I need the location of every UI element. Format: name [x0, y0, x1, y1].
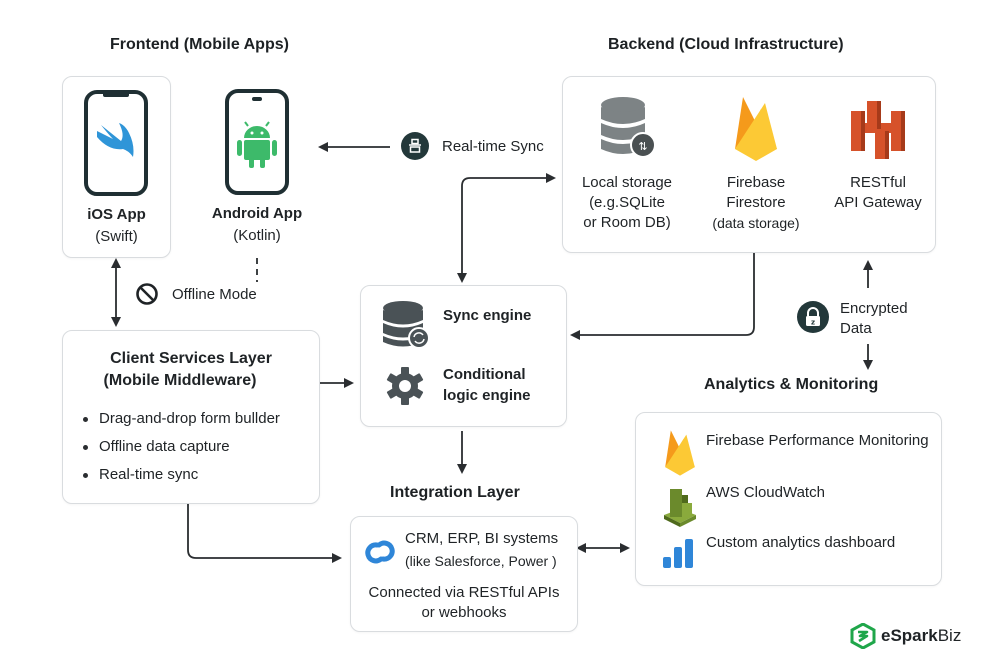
analytics-title: Analytics & Monitoring	[704, 376, 879, 393]
client-services-title-line1: Client Services Layer	[110, 350, 272, 367]
frontend-title: Frontend (Mobile Apps)	[110, 36, 289, 53]
sync-engine-database-icon	[383, 301, 430, 349]
analytics-item-cloudwatch[interactable]: AWS CloudWatch	[636, 475, 941, 527]
api-gateway-icon	[851, 101, 905, 159]
list-item: Real-time sync	[77, 461, 280, 489]
backend-item-api-gateway[interactable]: RESTful API Gateway	[821, 77, 935, 252]
svg-text:⇅: ⇅	[638, 140, 647, 153]
android-app-card[interactable]: Android App (Kotlin)	[190, 76, 324, 256]
cloudwatch-icon	[664, 489, 696, 527]
analytics-card: Firebase Performance Monitoring AWS Clou…	[635, 412, 942, 586]
analytics-item-custom-dashboard[interactable]: Custom analytics dashboard	[636, 525, 941, 581]
database-sync-icon: ⇅	[601, 97, 656, 158]
sync-engine-label: Sync engine	[443, 307, 532, 324]
backend-title: Backend (Cloud Infrastructure)	[608, 36, 844, 53]
firebase-icon	[735, 97, 777, 161]
svg-text:z: z	[811, 319, 815, 327]
client-services-title-line2: (Mobile Middleware)	[103, 372, 257, 389]
backend-item-firebase-firestore[interactable]: Firebase Firestore (data storage)	[691, 77, 821, 252]
swift-icon	[84, 90, 148, 196]
firebase-icon	[665, 430, 695, 476]
local-storage-line3: or Room DB)	[583, 214, 671, 231]
integration-line3: Connected via RESTful APIs	[368, 584, 560, 601]
engine-card[interactable]: Sync engine Conditional logic engine	[360, 285, 567, 427]
lock-badge-icon: z	[797, 301, 829, 333]
backend-item-local-storage[interactable]: ⇅ Local storage (e.g.SQLite or Room DB)	[563, 77, 691, 252]
android-icon	[225, 89, 289, 195]
integration-card[interactable]: CRM, ERP, BI systems (like Salesforce, P…	[350, 516, 578, 632]
integration-line1: CRM, ERP, BI systems	[405, 530, 559, 547]
integration-title: Integration Layer	[390, 484, 520, 501]
android-app-lang: (Kotlin)	[233, 227, 281, 244]
integration-line2: (like Salesforce, Power )	[405, 553, 557, 569]
integration-line4: or webhooks	[421, 604, 507, 621]
sync-badge-icon	[401, 132, 429, 160]
conditional-engine-line2: logic engine	[443, 387, 531, 404]
analytics-item-label: Firebase Performance Monitoring	[706, 432, 929, 449]
brand-name-part1: eSpark	[881, 626, 938, 645]
ios-app-name: iOS App	[87, 206, 146, 223]
ios-app-card[interactable]: iOS App (Swift)	[62, 76, 171, 258]
ios-app-lang: (Swift)	[95, 228, 138, 245]
arrow-client-to-integration	[187, 503, 342, 563]
list-item: Drag-and-drop form bullder	[77, 405, 280, 433]
conditional-engine-line1: Conditional	[443, 366, 526, 383]
analytics-item-label: AWS CloudWatch	[706, 484, 825, 501]
backend-card: ⇅ Local storage (e.g.SQLite or Room DB) …	[562, 76, 936, 253]
link-icon	[365, 540, 395, 564]
client-services-list: Drag-and-drop form bullder Offline data …	[77, 405, 280, 489]
offline-prohibited-icon	[136, 283, 158, 305]
brand-name-part2: Biz	[937, 626, 962, 645]
arrow-engine-backend-elbow	[457, 173, 556, 283]
firebase-line2: Firestore	[726, 194, 786, 211]
encrypted-label-line1: Encrypted	[840, 300, 908, 317]
analytics-item-firebase-performance[interactable]: Firebase Performance Monitoring	[636, 413, 941, 476]
firebase-line1: Firebase	[726, 174, 786, 191]
client-services-card[interactable]: Client Services Layer (Mobile Middleware…	[62, 330, 320, 504]
espark-logo-icon	[850, 623, 876, 649]
list-item: Offline data capture	[77, 433, 280, 461]
analytics-item-label: Custom analytics dashboard	[706, 534, 896, 551]
android-app-name: Android App	[211, 205, 303, 222]
local-storage-line1: Local storage	[581, 174, 673, 191]
firebase-line3: (data storage)	[712, 215, 800, 231]
encrypted-label-line2: Data	[840, 320, 872, 337]
api-gateway-line1: RESTful	[850, 174, 906, 191]
local-storage-line2: (e.g.SQLite	[589, 194, 665, 211]
bar-chart-icon	[663, 539, 693, 568]
arrow-backend-to-engine	[570, 252, 755, 340]
realtime-sync-label: Real-time Sync	[442, 138, 544, 155]
gear-icon	[386, 367, 424, 405]
api-gateway-line2: API Gateway	[834, 194, 922, 211]
offline-mode-label: Offline Mode	[172, 286, 257, 303]
